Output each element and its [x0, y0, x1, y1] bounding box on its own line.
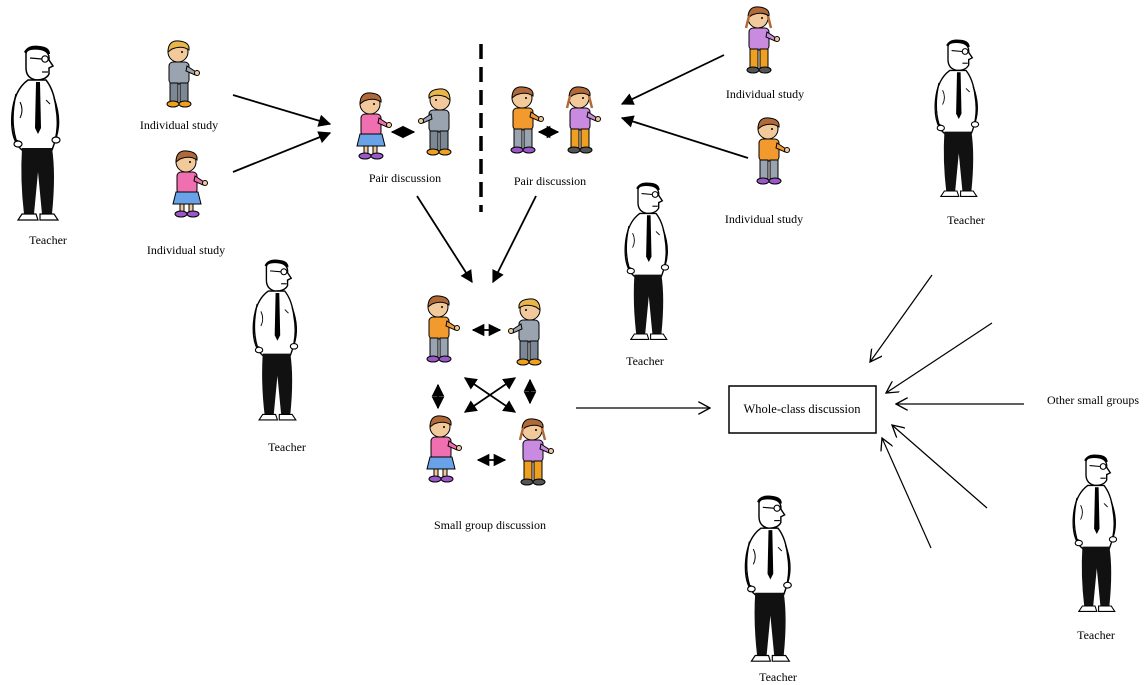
teacher-label-6: Teacher — [759, 670, 797, 684]
student-individual-4 — [756, 117, 790, 185]
whole-class-discussion-label: Whole-class discussion — [744, 402, 862, 416]
individual-study-label-4: Individual study — [725, 212, 803, 226]
arrow-pair1-to-group — [416, 195, 473, 284]
teacher-figure-6 — [1072, 454, 1118, 612]
teacher-figure-4 — [252, 259, 299, 421]
arrow-group-diag-2 — [463, 377, 517, 413]
teacher-label-1: Teacher — [29, 233, 67, 247]
other-small-groups-label: Other small groups — [1047, 393, 1139, 407]
arrow-study2-to-pair1 — [232, 131, 332, 173]
student-pair2-a — [510, 86, 544, 154]
teacher-figure-1 — [10, 45, 61, 221]
arrow-study4-to-pair2 — [620, 115, 749, 159]
individual-study-label-3: Individual study — [726, 87, 804, 101]
arrow-other-5-to-whole-class — [882, 438, 932, 549]
teacher-label-5: Teacher — [1077, 628, 1115, 642]
teacher-label-3: Teacher — [626, 354, 664, 368]
small-group-discussion-label: Small group discussion — [434, 518, 546, 532]
teacher-label-4: Teacher — [268, 440, 306, 454]
individual-study-label-1: Individual study — [140, 118, 218, 132]
student-individual-1 — [166, 40, 200, 108]
arrow-other-1-to-whole-class — [870, 274, 933, 362]
arrow-other-2-to-whole-class — [886, 322, 993, 393]
arrows-layer — [232, 54, 1024, 549]
arrow-study1-to-pair1 — [232, 94, 332, 127]
teacher-figure-5 — [744, 495, 792, 662]
arrow-study3-to-pair2 — [620, 54, 725, 105]
student-individual-3 — [744, 6, 780, 74]
pair-discussion-label-2: Pair discussion — [514, 174, 586, 188]
student-group-d — [518, 418, 554, 486]
student-group-b — [508, 298, 542, 366]
pair-discussion-label-1: Pair discussion — [369, 171, 441, 185]
student-pair1-b — [418, 88, 452, 156]
arrow-other-4-to-whole-class — [892, 425, 988, 509]
figures-layer — [10, 6, 1118, 662]
student-individual-2 — [172, 150, 208, 218]
teacher-figure-2 — [934, 39, 980, 197]
student-pair1-a — [356, 92, 392, 160]
teacher-figure-3 — [624, 182, 670, 340]
student-pair2-b — [565, 86, 601, 154]
whole-class-box — [728, 385, 877, 434]
student-group-a — [426, 295, 460, 363]
individual-study-label-2: Individual study — [147, 243, 225, 257]
teacher-label-2: Teacher — [947, 213, 985, 227]
arrow-pair2-to-group — [492, 195, 537, 284]
student-group-c — [426, 415, 462, 483]
